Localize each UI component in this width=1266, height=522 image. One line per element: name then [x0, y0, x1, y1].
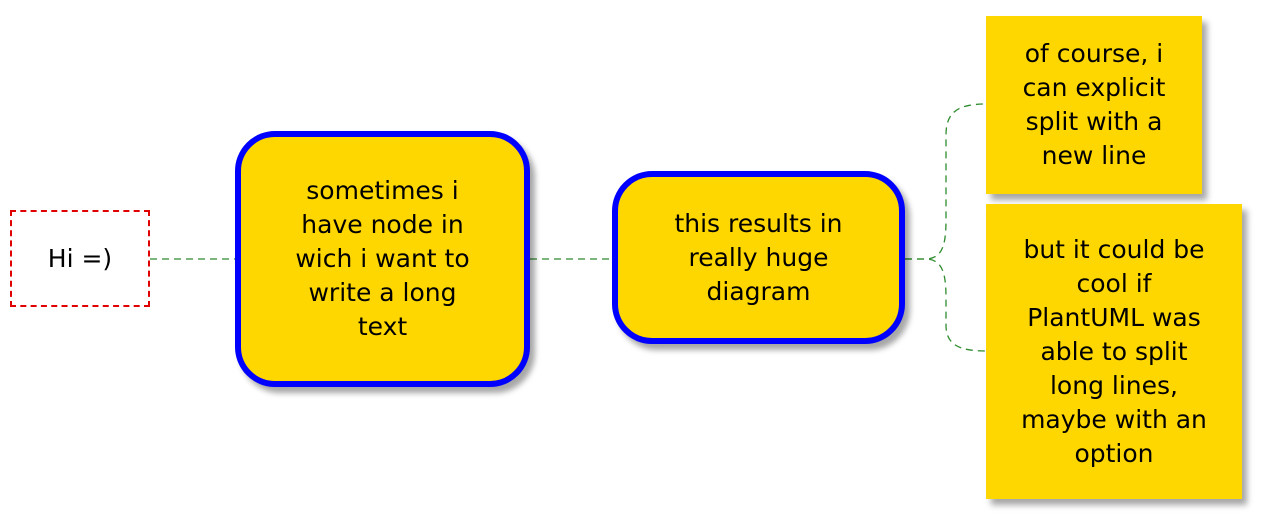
node-root: Hi =) — [10, 210, 150, 307]
node-auto-split: but it could be cool if PlantUML was abl… — [986, 204, 1242, 499]
edge-huge-diagram-to-explicit-split — [905, 103, 987, 260]
edge-huge-diagram-to-auto-split — [905, 258, 987, 352]
node-huge-diagram: this results in really huge diagram — [612, 171, 905, 344]
node-explicit-split: of course, i can explicit split with a n… — [986, 16, 1202, 194]
node-long-text: sometimes i have node in wich i want to … — [235, 131, 530, 387]
